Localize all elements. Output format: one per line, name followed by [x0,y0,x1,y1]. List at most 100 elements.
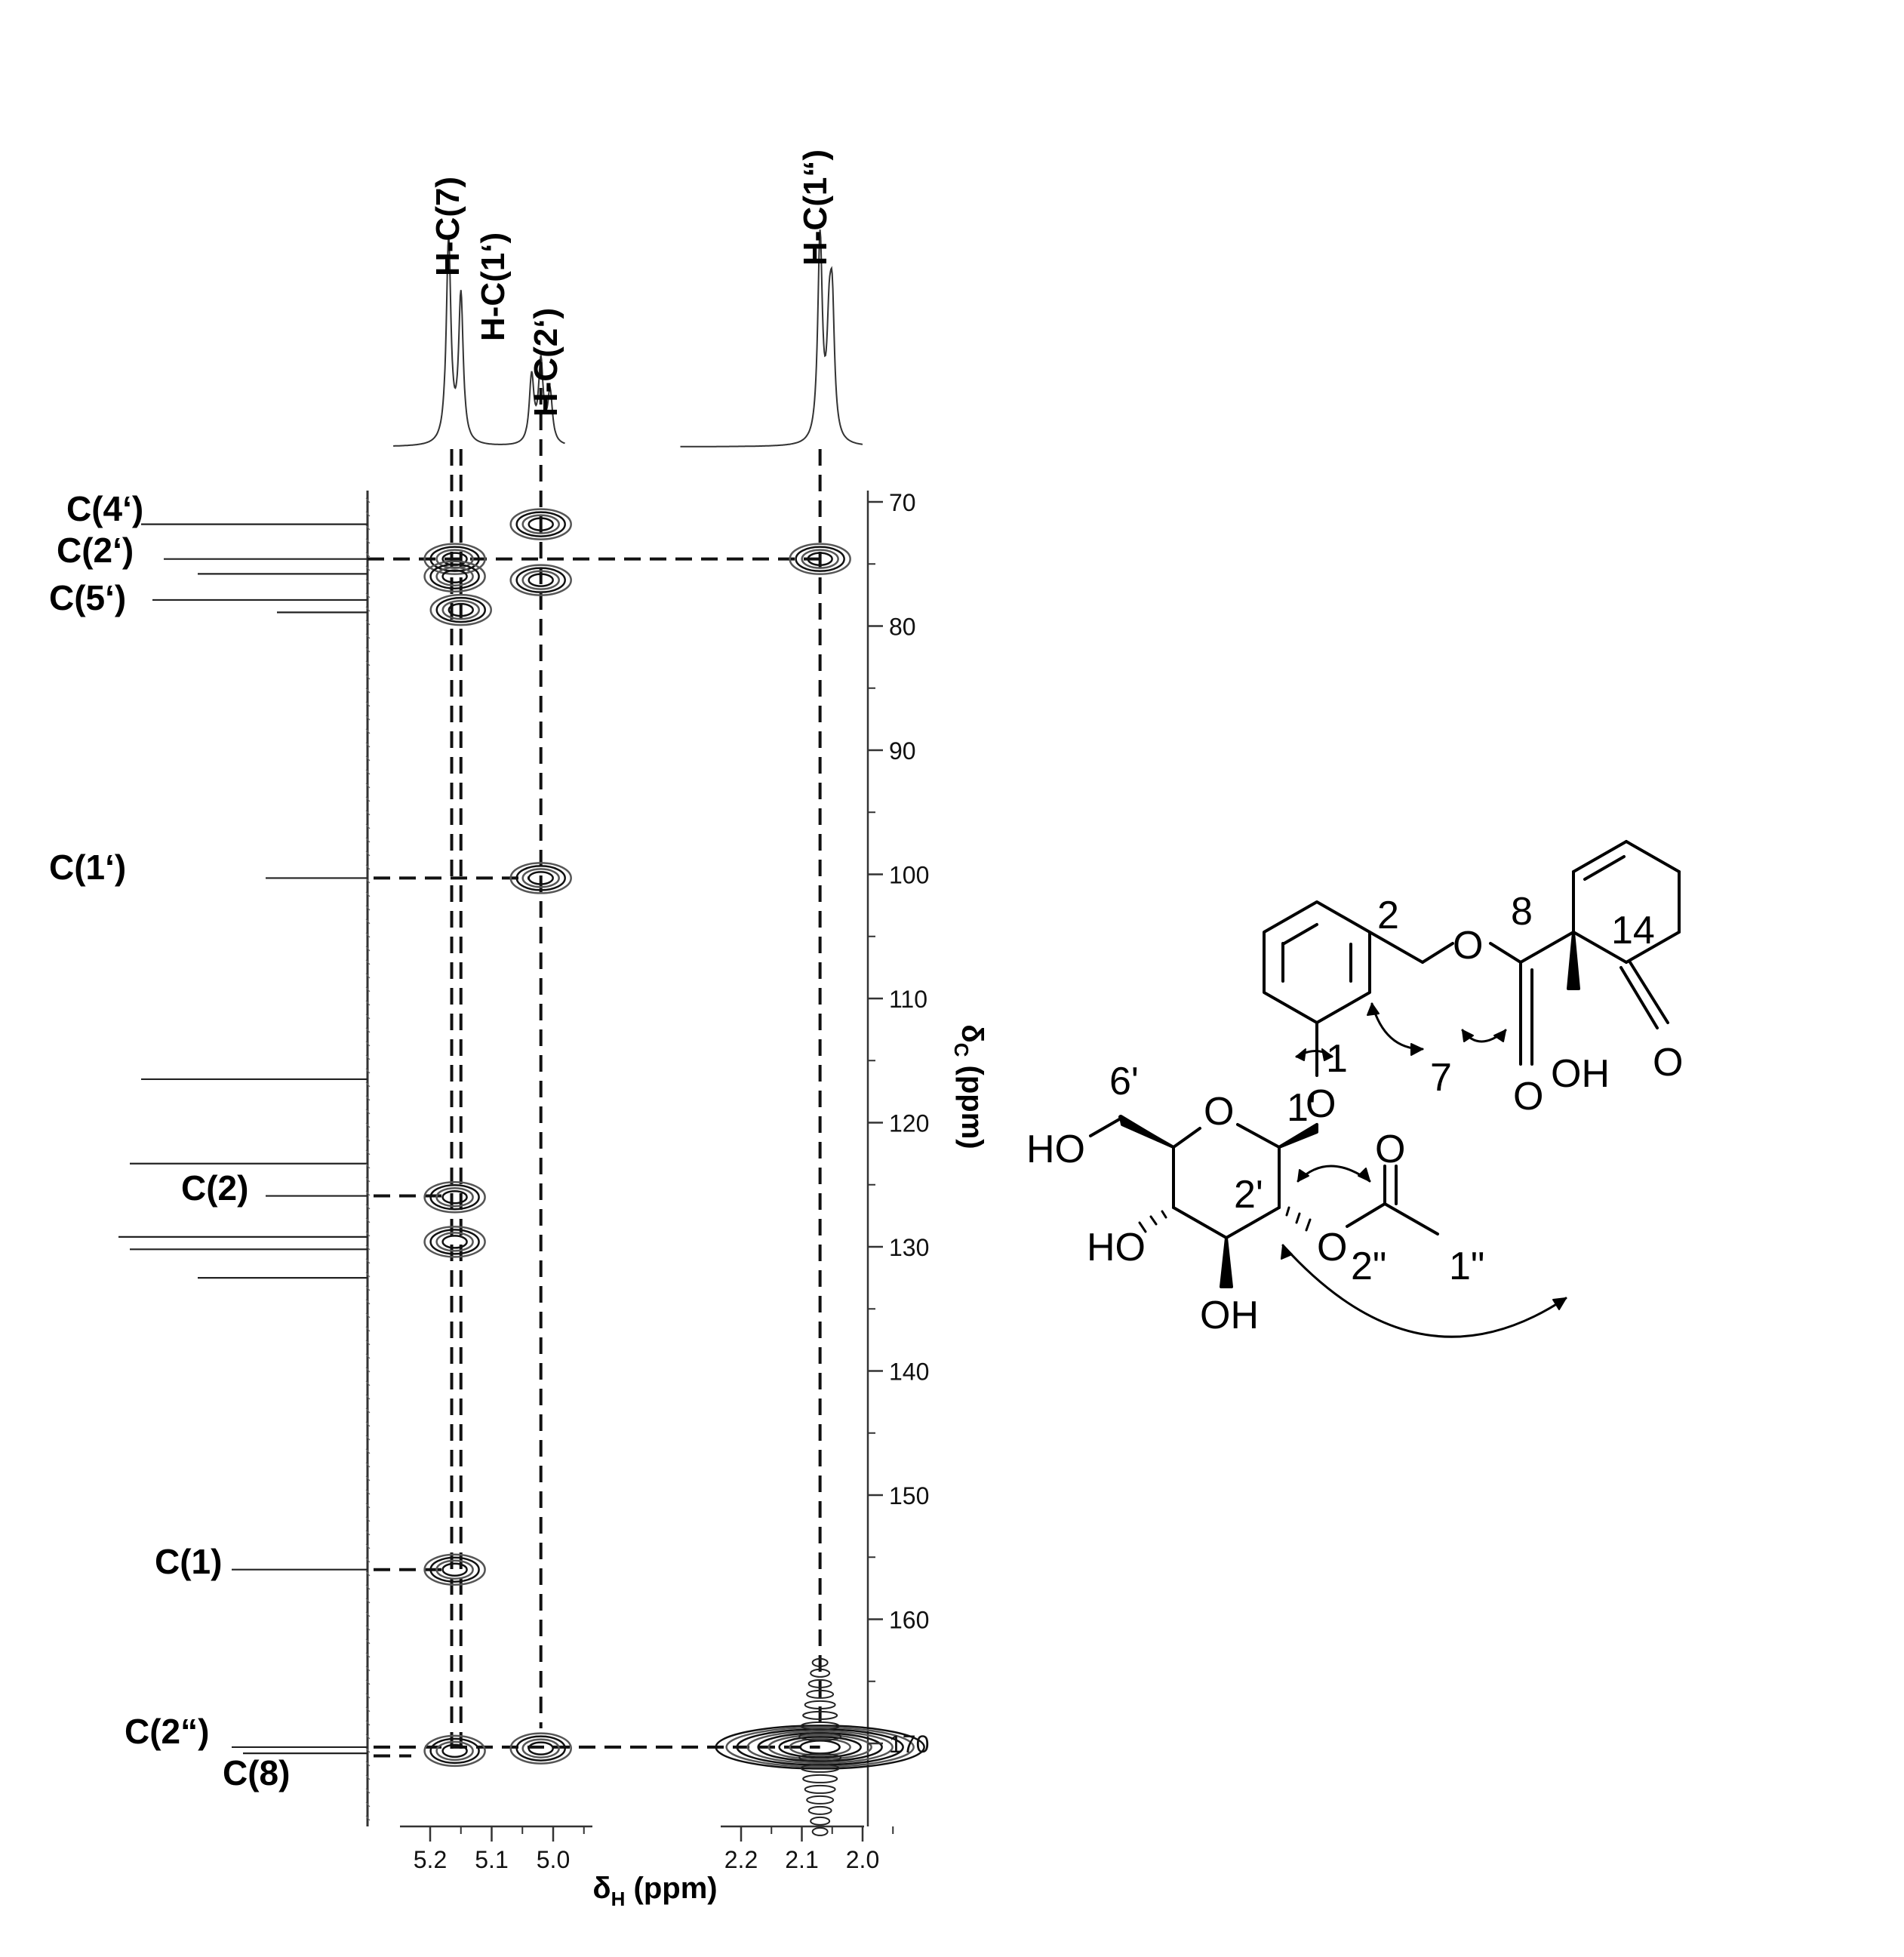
baseline-noise [365,1340,371,1346]
contour [767,1734,872,1761]
atom-ho-6p: HO [1026,1128,1085,1171]
contour [509,862,572,894]
y-tick-label: 140 [889,1359,929,1386]
cross-peaks [423,508,925,1836]
atom-o-glyco: O [1306,1082,1336,1126]
baseline-noise [365,701,371,707]
contour [789,543,851,575]
contour-tail [798,1752,842,1762]
contour [441,1562,468,1577]
baseline-noise [365,918,371,925]
baseline-noise [365,579,371,585]
atom-o-acetyl-ester: O [1317,1226,1347,1269]
cross-peak [509,862,572,894]
baseline-noise [365,660,371,666]
proton-label: H-C(1‘) [475,232,512,341]
baseline-noise [365,1109,371,1115]
x-axis-label-symbol: δ [592,1872,611,1905]
carbon-label: C(2“) [125,1712,209,1751]
chemical-structure [1089,840,1681,1338]
cross-peak [423,560,486,592]
contour [521,868,560,888]
baseline-noise [365,715,371,721]
y-tick-label: 170 [889,1731,929,1758]
contour [795,546,845,572]
contour [441,1235,468,1249]
proton-label: H-C(1“) [797,149,834,266]
contour [423,1180,486,1214]
contour [509,1732,572,1765]
baseline-noise [365,783,371,789]
contour [515,1735,566,1762]
baseline-noise [365,1693,371,1699]
atom-o-carbonyl8: O [1513,1075,1543,1119]
contour-tail [810,1668,831,1678]
cross-peak [429,593,492,626]
baseline-noise [365,688,371,694]
baseline-noise [365,1353,371,1359]
baseline-noise [365,1788,371,1794]
contour [435,1740,474,1762]
contour-tail [806,1689,835,1699]
contour [435,1559,474,1580]
baseline-noise [365,1530,371,1536]
cross-peak [509,1732,572,1765]
baseline-noise [365,837,371,843]
wedge-anomeric [1278,1123,1318,1149]
contour [515,567,566,593]
baseline-noise [365,1136,371,1142]
label-c14: 14 [1611,909,1655,952]
structure-labels: 1 2 7 8 14 6' 1' 2' 2" 1" O O O O O O O … [1026,890,1683,1337]
correlation-guide-lines [368,362,822,1758]
wedge-bond [1567,931,1580,990]
baseline-noise [365,1272,371,1278]
x-tick-label: 5.1 [475,1846,508,1873]
y-tick-label: 160 [889,1607,929,1634]
x-tick-label: 2.0 [846,1846,879,1873]
baseline-noise [365,946,371,952]
contour [429,593,492,626]
atom-oh-tertiary: OH [1551,1052,1610,1096]
baseline-noise [365,1068,371,1074]
baseline-noise [365,755,371,762]
label-c8: 8 [1511,890,1533,934]
contour-tail [810,1816,831,1826]
contour [423,560,486,592]
contour [521,514,560,534]
contour [528,573,554,587]
baseline-noise [365,1231,371,1237]
baseline-noise [365,1190,371,1196]
carbon-label: C(2) [181,1168,248,1208]
cross-peak [509,508,572,540]
baseline-noise [365,1489,371,1495]
baseline-noise [365,878,371,884]
baseline-noise [365,959,371,965]
baseline-noise [365,1177,371,1183]
contour-tail [806,1795,835,1805]
hashed-bond-4p [1138,1210,1167,1233]
cross-peak [423,1226,486,1258]
baseline-noise [365,1000,371,1006]
contour [801,549,839,569]
label-c1: 1 [1326,1037,1348,1081]
contour-tail [802,1710,838,1720]
label-c1pp: 1" [1449,1245,1484,1288]
baseline-noise [365,1516,371,1522]
baseline-noise [365,1625,371,1631]
contour [423,1734,486,1768]
wedge-3p [1220,1236,1233,1288]
baseline-noise [365,1054,371,1060]
baseline-noise [365,1435,371,1441]
contour [778,1736,862,1759]
baseline-noise [365,1503,371,1509]
label-c2pp: 2" [1351,1245,1386,1288]
baseline-noise [365,1014,371,1020]
contour [746,1730,894,1765]
contour [423,543,486,575]
contour [441,569,468,583]
y-tick-label: 80 [889,614,916,641]
contour [807,552,833,566]
x-tick-label: 2.1 [785,1846,818,1873]
baseline-noise [365,1611,371,1617]
